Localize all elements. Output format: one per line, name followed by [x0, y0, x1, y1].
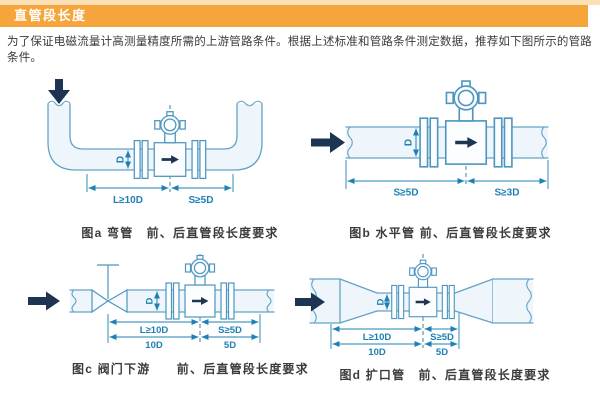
diameter-label: D — [404, 139, 415, 146]
figure-a-caption: 图a 弯管 前、后直管段长度要求 — [81, 226, 279, 240]
figure-c-diagram: D L≥10D S≥5D 10D 5D — [28, 254, 275, 351]
pipe-break — [71, 289, 77, 313]
dim-label-downstream-exact: 5D — [224, 340, 236, 351]
figure-c-caption: 图c 阀门下游 前、后直管段长度要求 — [72, 362, 309, 376]
flow-arrow-right-icon — [28, 291, 60, 311]
figure-b-caption: 图b 水平管 前、后直管段长度要求 — [349, 226, 552, 240]
pipe-break — [236, 100, 263, 107]
dim-label-upstream: L≥10D — [363, 332, 392, 343]
dim-label-downstream: S≥3D — [495, 188, 520, 199]
flow-arrow-right-icon — [295, 292, 325, 312]
diameter-label: D — [116, 156, 127, 163]
intro-text: 为了保证电磁流量计高测量精度所需的上游管路条件。根据上述标准和管路条件测定数据，… — [7, 36, 592, 64]
flowmeter-icon — [133, 111, 207, 180]
pipe-break — [347, 126, 353, 159]
dim-label-upstream: L≥10D — [140, 325, 169, 336]
dim-label-downstream: S≥5D — [189, 195, 214, 206]
dim-label-upstream: S≥5D — [394, 188, 419, 199]
flowmeter-icon — [419, 80, 513, 168]
dim-label-downstream: S≥5D — [218, 325, 242, 336]
dim-label-upstream: L≥10D — [113, 195, 143, 206]
valve-icon — [91, 264, 128, 314]
dim-label-upstream-exact: 10D — [145, 340, 163, 351]
figure-a-bend-pipe: D L≥10D S≥5D 图a 弯管 前、后直管段长度要求 — [10, 78, 300, 241]
page-title: 直管段长度 — [14, 8, 87, 23]
figure-c-valve-downstream: D L≥10D S≥5D 10D 5D 图c 阀门下游 前、后直管段长度要求 — [12, 252, 309, 377]
figure-d-diagram: D L≥10D S≥5D 10D 5D — [295, 254, 534, 358]
figure-b-diagram: D S≥5D S≥3D — [311, 80, 549, 199]
pipe-break — [541, 126, 547, 159]
figure-d-flared-pipe: D L≥10D S≥5D 10D 5D 图d 扩口管 前、后直管段长度要求 — [295, 252, 595, 383]
figure-d-caption: 图d 扩口管 前、后直管段长度要求 — [339, 368, 551, 382]
pipe-break — [47, 100, 71, 107]
dim-label-downstream: S≥5D — [430, 332, 454, 343]
diameter-label: D — [376, 298, 387, 305]
flow-arrow-right-icon — [311, 132, 345, 153]
header-strip — [0, 0, 600, 5]
pipe-break — [266, 289, 272, 313]
figure-b-horizontal-pipe: D S≥5D S≥3D 图b 水平管 前、后直管段长度要求 — [308, 78, 593, 241]
dim-label-upstream-exact: 10D — [368, 347, 386, 358]
figure-a-diagram: D L≥10D S≥5D — [47, 79, 263, 206]
dim-label-downstream-exact: 5D — [436, 347, 448, 358]
flowmeter-icon — [391, 259, 455, 320]
page-title-bar: 直管段长度 — [0, 5, 588, 27]
diameter-label: D — [145, 297, 156, 304]
pipe-break — [526, 278, 532, 324]
flowmeter-icon — [165, 254, 235, 320]
flow-arrow-down-icon — [48, 79, 70, 104]
